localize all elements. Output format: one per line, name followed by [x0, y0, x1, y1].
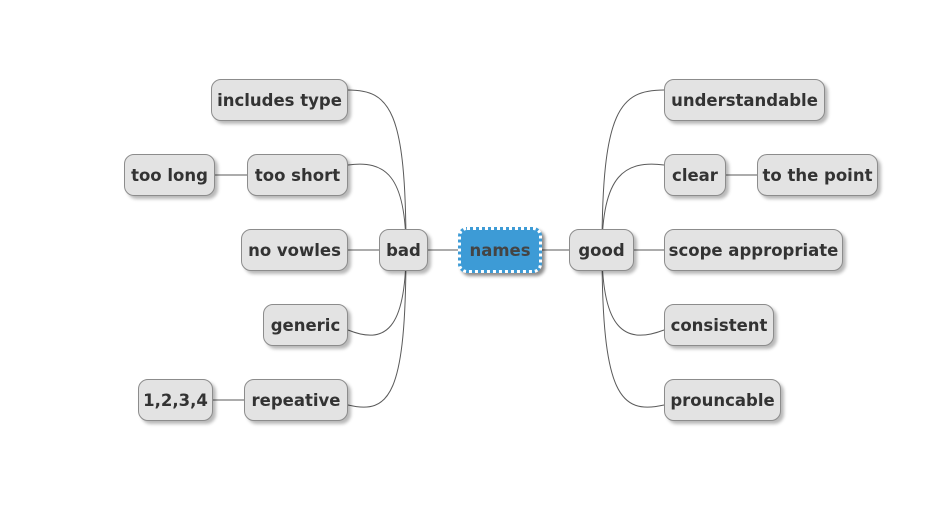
link-bad-includes-type	[347, 89, 407, 251]
node-to-the-point[interactable]: to the point	[757, 154, 878, 196]
link-good-prouncable	[601, 249, 665, 408]
node-generic[interactable]: generic	[263, 304, 348, 346]
node-scope-appropriate[interactable]: scope appropriate	[664, 229, 843, 271]
root-node-names[interactable]: names	[458, 227, 542, 273]
node-no-vowles[interactable]: no vowles	[241, 229, 348, 271]
link-bad-repeative	[347, 249, 407, 408]
node-1234[interactable]: 1,2,3,4	[138, 379, 213, 421]
link-bad-generic	[347, 249, 407, 336]
node-prouncable[interactable]: prouncable	[664, 379, 781, 421]
link-good-clear	[601, 163, 665, 251]
node-includes-type[interactable]: includes type	[211, 79, 348, 121]
link-bad-too-short	[347, 163, 407, 251]
node-understandable[interactable]: understandable	[664, 79, 825, 121]
node-clear[interactable]: clear	[664, 154, 726, 196]
branch-node-good[interactable]: good	[569, 229, 634, 271]
branch-node-bad[interactable]: bad	[379, 229, 428, 271]
node-too-long[interactable]: too long	[124, 154, 215, 196]
link-good-consistent	[601, 249, 665, 336]
node-repeative[interactable]: repeative	[244, 379, 348, 421]
node-consistent[interactable]: consistent	[664, 304, 774, 346]
node-too-short[interactable]: too short	[247, 154, 348, 196]
link-good-understandable	[601, 89, 665, 251]
